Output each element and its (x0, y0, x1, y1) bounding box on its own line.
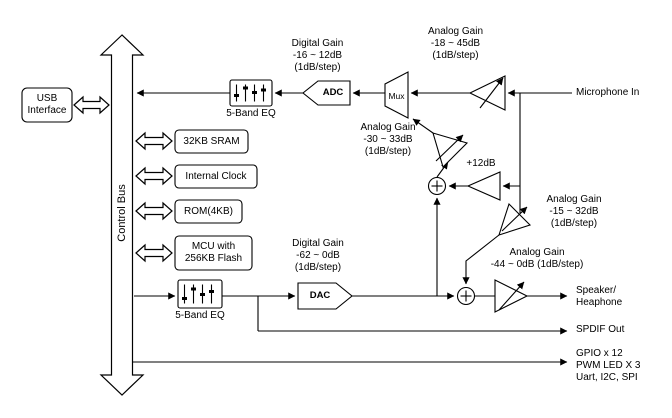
variable-gain-arrow (435, 134, 464, 162)
dac-label: DAC (309, 290, 331, 301)
usb-interface-box (21, 87, 73, 123)
bus-mcu-arrow (135, 243, 173, 263)
mic-analog-gain-label: Analog Gain -18 ~ 45dB (1dB/step) (427, 26, 484, 61)
control-bus-label: Control Bus (116, 184, 128, 242)
bypass-gain-amp (498, 202, 532, 236)
speaker-gain-amp (494, 279, 529, 313)
adc-label: ADC (322, 87, 344, 98)
dac-digital-gain-label: Digital Gain -62 ~ 0dB (1dB/step) (292, 238, 344, 273)
boost-gain-label: +12dB (466, 158, 496, 169)
usb-bus-arrow (73, 95, 110, 115)
internal-clock-label: Internal Clock (185, 170, 247, 182)
microphone-in-label: Microphone In (576, 87, 640, 98)
rom-label: ROM(4KB) (184, 205, 233, 217)
bus-clock-arrow (135, 166, 173, 186)
equalizer-icon (182, 284, 214, 304)
mcu-label: MCU with 256KB Flash (184, 241, 243, 264)
gpio-out-label: GPIO x 12 PWM LED X 3 Uart, I2C, SPI (576, 348, 641, 383)
dac-block (297, 282, 353, 310)
mcu-box (174, 235, 253, 271)
rom-box (174, 199, 243, 224)
playback-path-lines (133, 292, 568, 366)
mux-label: Mux (388, 91, 405, 101)
sram-box (174, 129, 249, 154)
control-bus-arrow (99, 34, 145, 396)
adc-block (302, 80, 351, 106)
adc-digital-gain-label: Digital Gain -16 ~ 12dB (1dB/step) (291, 38, 344, 73)
bus-rom-arrow (135, 201, 173, 221)
variable-gain-arrow (498, 281, 525, 311)
record-mixer-node (427, 176, 447, 196)
bypass-analog-gain-label: Analog Gain -15 ~ 32dB (1dB/step) (546, 194, 602, 229)
boost-amp (466, 171, 501, 201)
aux-analog-gain-label: Analog Gain -30 ~ 33dB (1dB/step) (360, 122, 416, 157)
equalizer-icon (234, 84, 266, 102)
spdif-out-label: SPDIF Out (576, 324, 625, 335)
aux-gain-amp (432, 132, 469, 169)
speaker-out-label: Speaker/ Heaphone (576, 285, 623, 308)
mux-block (384, 71, 409, 119)
record-path-lines (136, 89, 572, 296)
mic-gain-amp (468, 75, 506, 111)
internal-clock-box (174, 164, 258, 189)
bus-sram-arrow (135, 131, 173, 151)
variable-gain-arrow (479, 77, 504, 109)
speaker-analog-gain-label: Analog Gain -44 ~ 0dB (1dB/step) (490, 247, 584, 270)
eq-top-box (229, 79, 273, 107)
usb-label: USB Interface (27, 93, 67, 116)
eq-top-caption: 5-Band EQ (226, 108, 276, 119)
eq-bottom-box (177, 279, 223, 309)
sram-label: 32KB SRAM (183, 135, 240, 147)
variable-gain-arrow (501, 206, 528, 232)
output-mixer-node (456, 286, 476, 306)
eq-bottom-caption: 5-Band EQ (175, 310, 225, 321)
